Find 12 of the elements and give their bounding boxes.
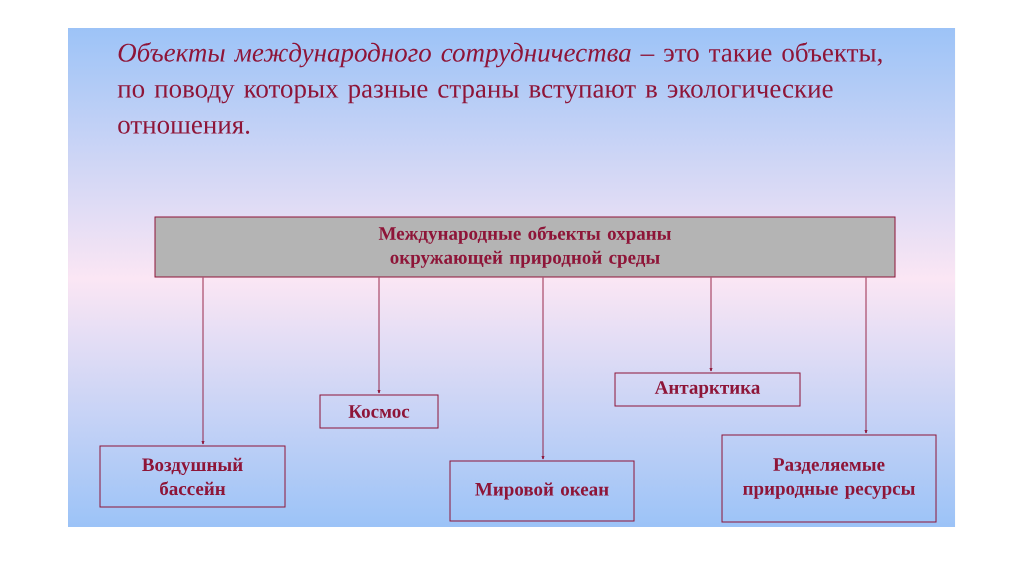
arrow: [541, 277, 545, 460]
arrow: [709, 277, 713, 372]
title-text: Объекты международного сотрудничества – это такие объекты, по поводу которых разные страны вступают в экологические отношения.: [117, 42, 882, 134]
arrow: [864, 277, 868, 434]
heading-box: Международные объекты охраны окружающей природной среды: [154, 216, 896, 278]
arrow: [377, 277, 381, 394]
category-box: Воздушный бассейн: [99, 445, 286, 508]
category-box: Разделяемые природные ресурсы: [721, 434, 937, 523]
category-box: Космос: [319, 394, 439, 429]
category-box: Антарктика: [614, 372, 801, 407]
arrow: [201, 277, 205, 445]
category-box: Мировой океан: [449, 460, 635, 522]
